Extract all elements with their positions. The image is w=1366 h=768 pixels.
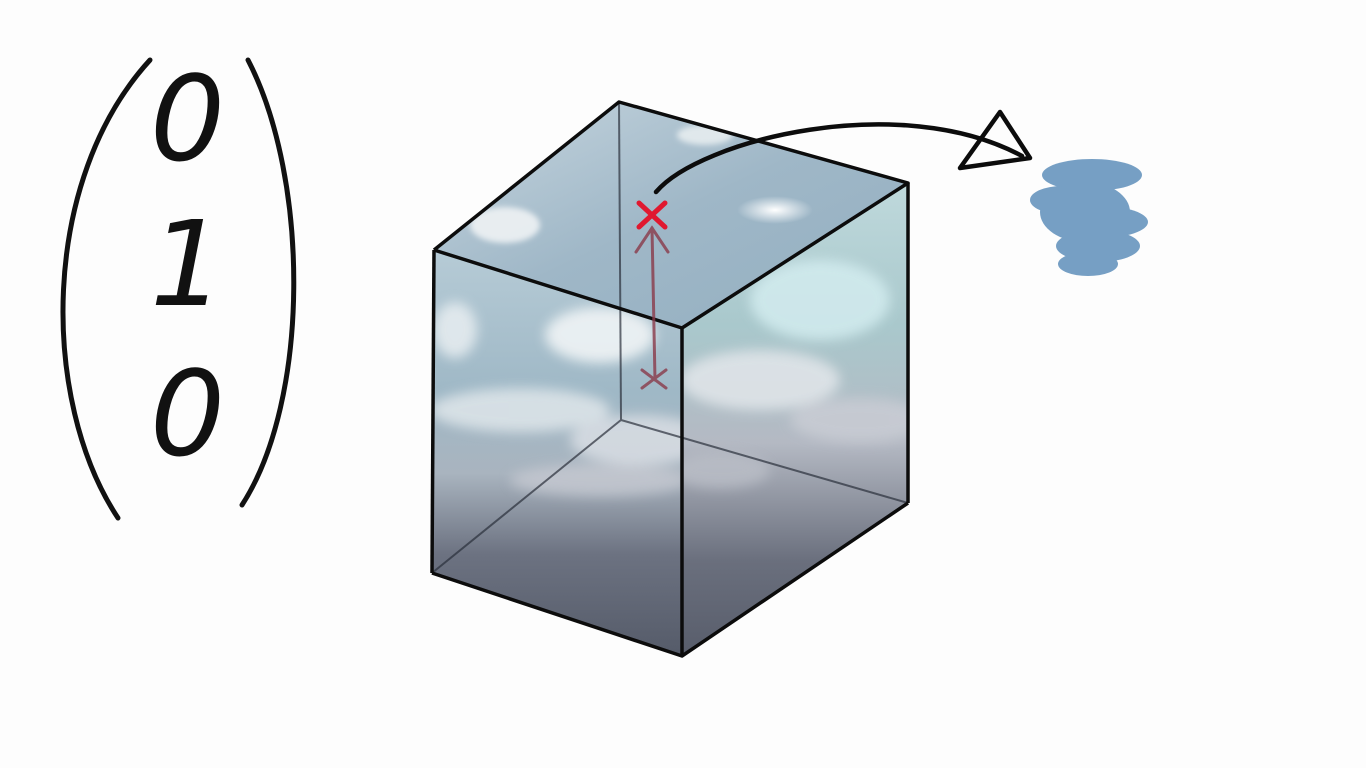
sky-cube	[430, 100, 910, 658]
cube-front-face	[432, 250, 682, 656]
cube-edges	[430, 100, 910, 658]
cube-hidden-edges	[431, 101, 909, 574]
cube-right-face	[682, 183, 908, 656]
vector-component-x: 0	[150, 50, 225, 188]
left-parenthesis	[60, 57, 153, 521]
sun-glow	[737, 196, 813, 224]
right-parenthesis	[239, 57, 297, 508]
direction-vector: 0 1 0	[60, 50, 297, 521]
cube-top-face	[434, 102, 908, 328]
curved-arrow-icon	[653, 109, 1033, 195]
vector-component-y: 1	[150, 195, 225, 333]
cross-marker-icon	[636, 200, 668, 230]
up-direction-arrow	[634, 225, 670, 390]
sampled-color-swatch	[1030, 159, 1148, 276]
vector-component-z: 0	[150, 345, 225, 483]
